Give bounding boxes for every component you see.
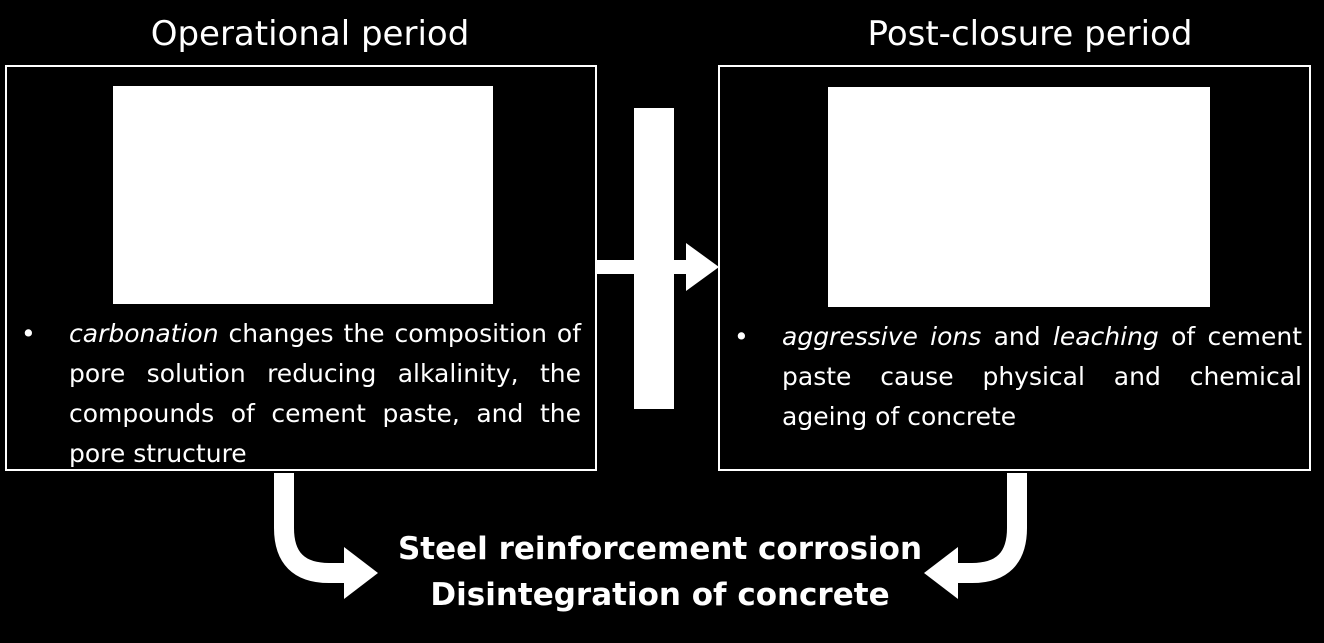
and-text: and — [981, 322, 1053, 351]
bullet-icon: • — [21, 319, 36, 348]
conclusion-line-2: Disintegration of concrete — [430, 577, 890, 613]
left-curved-arrow-icon — [274, 473, 378, 599]
operational-description: changes the composition of pore solution… — [69, 319, 581, 468]
operational-image — [113, 86, 493, 304]
carbonation-term: carbonation — [69, 319, 219, 348]
post-closure-period-title: Post-closure period — [867, 14, 1193, 54]
post-closure-image — [828, 87, 1210, 307]
conclusion-line-1: Steel reinforcement corrosion — [397, 531, 923, 567]
period-separator-bar — [634, 108, 674, 409]
operational-bullet-item: • carbonation changes the composition of… — [21, 314, 581, 474]
post-closure-description: of cement paste cause physical and chemi… — [782, 322, 1302, 431]
operational-period-title: Operational period — [150, 14, 470, 54]
transition-arrow-icon — [597, 243, 719, 291]
bullet-icon: • — [734, 322, 749, 351]
post-closure-bullet-item: • aggressive ions and leaching of cement… — [734, 317, 1302, 437]
aggressive-ions-term: aggressive ions — [782, 322, 982, 351]
right-curved-arrow-icon — [924, 473, 1027, 599]
leaching-term: leaching — [1052, 322, 1159, 351]
operational-panel: • carbonation changes the composition of… — [5, 65, 597, 471]
post-closure-panel: • aggressive ions and leaching of cement… — [718, 65, 1311, 471]
